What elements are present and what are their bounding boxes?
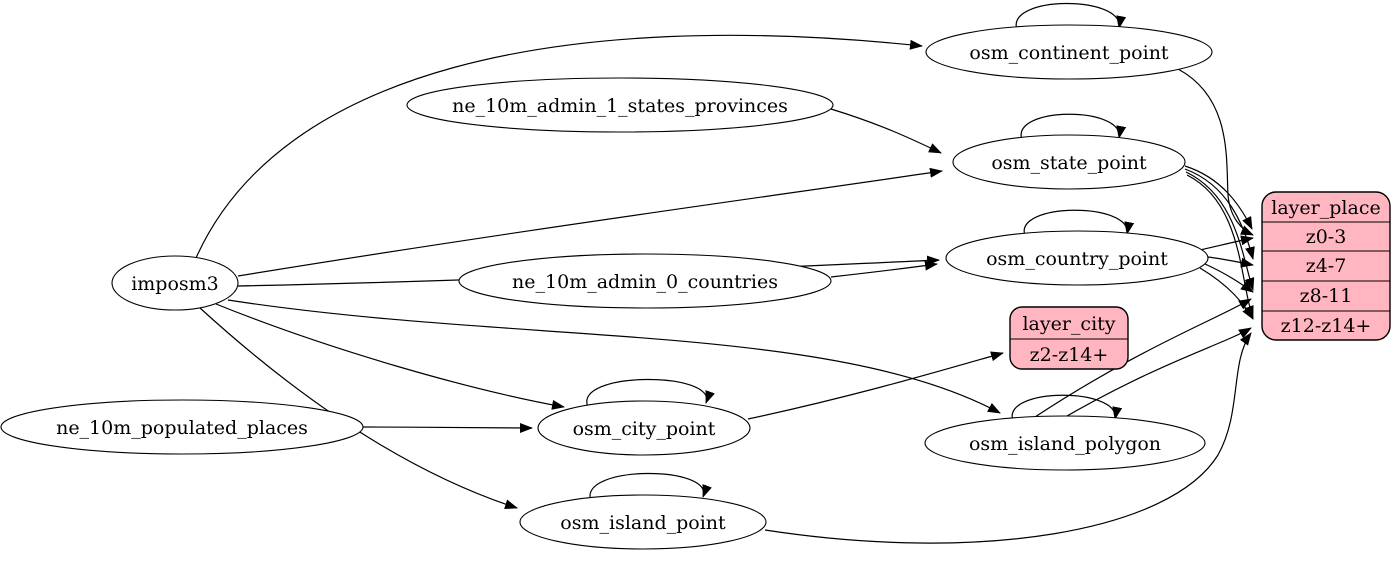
edge-osm_country_point-to-layer_place-z8-11 xyxy=(1204,263,1254,293)
edge-osm_city_point-to-layer_city-z2-z14 xyxy=(747,351,1004,420)
edge-osm_country_point-to-layer_place-z4-7 xyxy=(1207,256,1254,268)
node-osm_island_polygon: osm_island_polygon xyxy=(924,415,1206,471)
edge-group xyxy=(195,2,1255,544)
layer_place-row-z12-z14: z12-z14+ xyxy=(1281,315,1372,337)
node-ne_10m_admin_1_states_provinces-shape xyxy=(406,77,834,133)
node-ne_10m_populated_places-shape xyxy=(0,399,364,455)
edge-osm_continent_point-to-layer_place-z0-3 xyxy=(1177,68,1254,236)
node-ne_10m_admin_1_states_provinces: ne_10m_admin_1_states_provinces xyxy=(406,77,834,133)
edge-osm_state_point-to-layer_place-z0-3 xyxy=(1184,165,1253,230)
self-loop-osm_city_point xyxy=(586,378,715,408)
node-osm_island_polygon-label: osm_island_polygon xyxy=(969,433,1161,455)
node-osm_city_point: osm_city_point xyxy=(537,400,751,456)
node-ne_10m_admin_0_countries-shape xyxy=(458,253,832,309)
edge-osm_state_point-to-layer_place-z8-11 xyxy=(1185,171,1255,291)
node-osm_island_polygon-shape xyxy=(924,415,1206,471)
edge-ne_10m_populated_places-to-osm_city_point xyxy=(362,422,533,433)
node-ne_10m_admin_0_countries: ne_10m_admin_0_countries xyxy=(458,253,832,309)
edge-imposm3-to-osm_city_point xyxy=(215,303,565,410)
node-layer_place-shape xyxy=(1261,191,1391,341)
self-loop-osm_island_polygon xyxy=(1011,394,1123,422)
edge-ne_10m_admin_0_countries-to-osm_country_point xyxy=(830,260,938,278)
node-osm_continent_point-label: osm_continent_point xyxy=(969,42,1169,64)
node-osm_state_point-shape xyxy=(952,134,1186,190)
edge-ne_10m_admin_1_states_provinces-to-osm_state_point xyxy=(830,108,942,154)
layer_place-row-z4-7: z4-7 xyxy=(1306,255,1347,277)
node-layer_place: layer_place z0-3 z4-7 z8-11 z12-z14+ xyxy=(1261,191,1391,341)
node-layer_city: layer_city z2-z14+ xyxy=(1009,306,1129,370)
layer_place-row-z0-3: z0-3 xyxy=(1306,226,1347,248)
node-osm_country_point-shape xyxy=(945,230,1209,286)
node-osm_continent_point-shape xyxy=(925,24,1213,80)
node-osm_continent_point: osm_continent_point xyxy=(925,24,1213,80)
node-osm_city_point-shape xyxy=(537,400,751,456)
node-ne_10m_admin_1_states_provinces-label: ne_10m_admin_1_states_provinces xyxy=(452,95,788,117)
node-imposm3: imposm3 xyxy=(111,255,239,311)
edge-imposm3-to-osm_state_point xyxy=(237,167,943,277)
node-imposm3-label: imposm3 xyxy=(131,273,219,295)
node-ne_10m_populated_places: ne_10m_populated_places xyxy=(0,399,364,455)
self-loop-osm_country_point xyxy=(1023,209,1135,237)
node-ne_10m_populated_places-label: ne_10m_populated_places xyxy=(56,417,308,439)
self-loop-osm_continent_point xyxy=(1015,2,1127,31)
edge-imposm3-to-osm_continent_point xyxy=(195,34,923,259)
node-osm_country_point-label: osm_country_point xyxy=(986,248,1168,270)
node-imposm3-shape xyxy=(111,255,239,311)
edge-osm_country_point-to-layer_place-z12-z14 xyxy=(1199,267,1254,320)
edge-osm_state_point-to-layer_place-z4-7 xyxy=(1184,168,1255,260)
edge-osm_island_point-to-layer_place-z12-z14 xyxy=(764,332,1252,544)
edge-imposm3-to-osm_island_polygon xyxy=(227,299,1001,414)
node-osm_country_point: osm_country_point xyxy=(945,230,1209,286)
edge-osm_country_point-to-layer_place-z0-3 xyxy=(1199,235,1254,251)
node-osm_city_point-label: osm_city_point xyxy=(573,418,716,440)
node-osm_island_point-shape xyxy=(519,494,767,550)
self-loop-osm_state_point xyxy=(1020,113,1127,141)
layer_place-row-z8-11: z8-11 xyxy=(1300,285,1353,307)
layer_place-title: layer_place xyxy=(1271,197,1380,219)
node-osm_state_point: osm_state_point xyxy=(952,134,1186,190)
edge-osm_island_polygon-to-layer_place-z12-z14 xyxy=(1059,327,1252,421)
edge-osm_island_polygon-to-layer_place-z8-11 xyxy=(1034,298,1252,418)
node-osm_island_point-label: osm_island_point xyxy=(560,512,726,534)
node-osm_state_point-label: osm_state_point xyxy=(991,152,1147,174)
node-ne_10m_admin_0_countries-label: ne_10m_admin_0_countries xyxy=(512,271,778,293)
node-layer_city-shape xyxy=(1009,306,1129,370)
node-osm_island_point: osm_island_point xyxy=(519,494,767,550)
self-loop-osm_island_point xyxy=(589,472,712,502)
layer_city-row-z2-z14: z2-z14+ xyxy=(1030,344,1109,366)
layer_city-title: layer_city xyxy=(1022,313,1115,335)
